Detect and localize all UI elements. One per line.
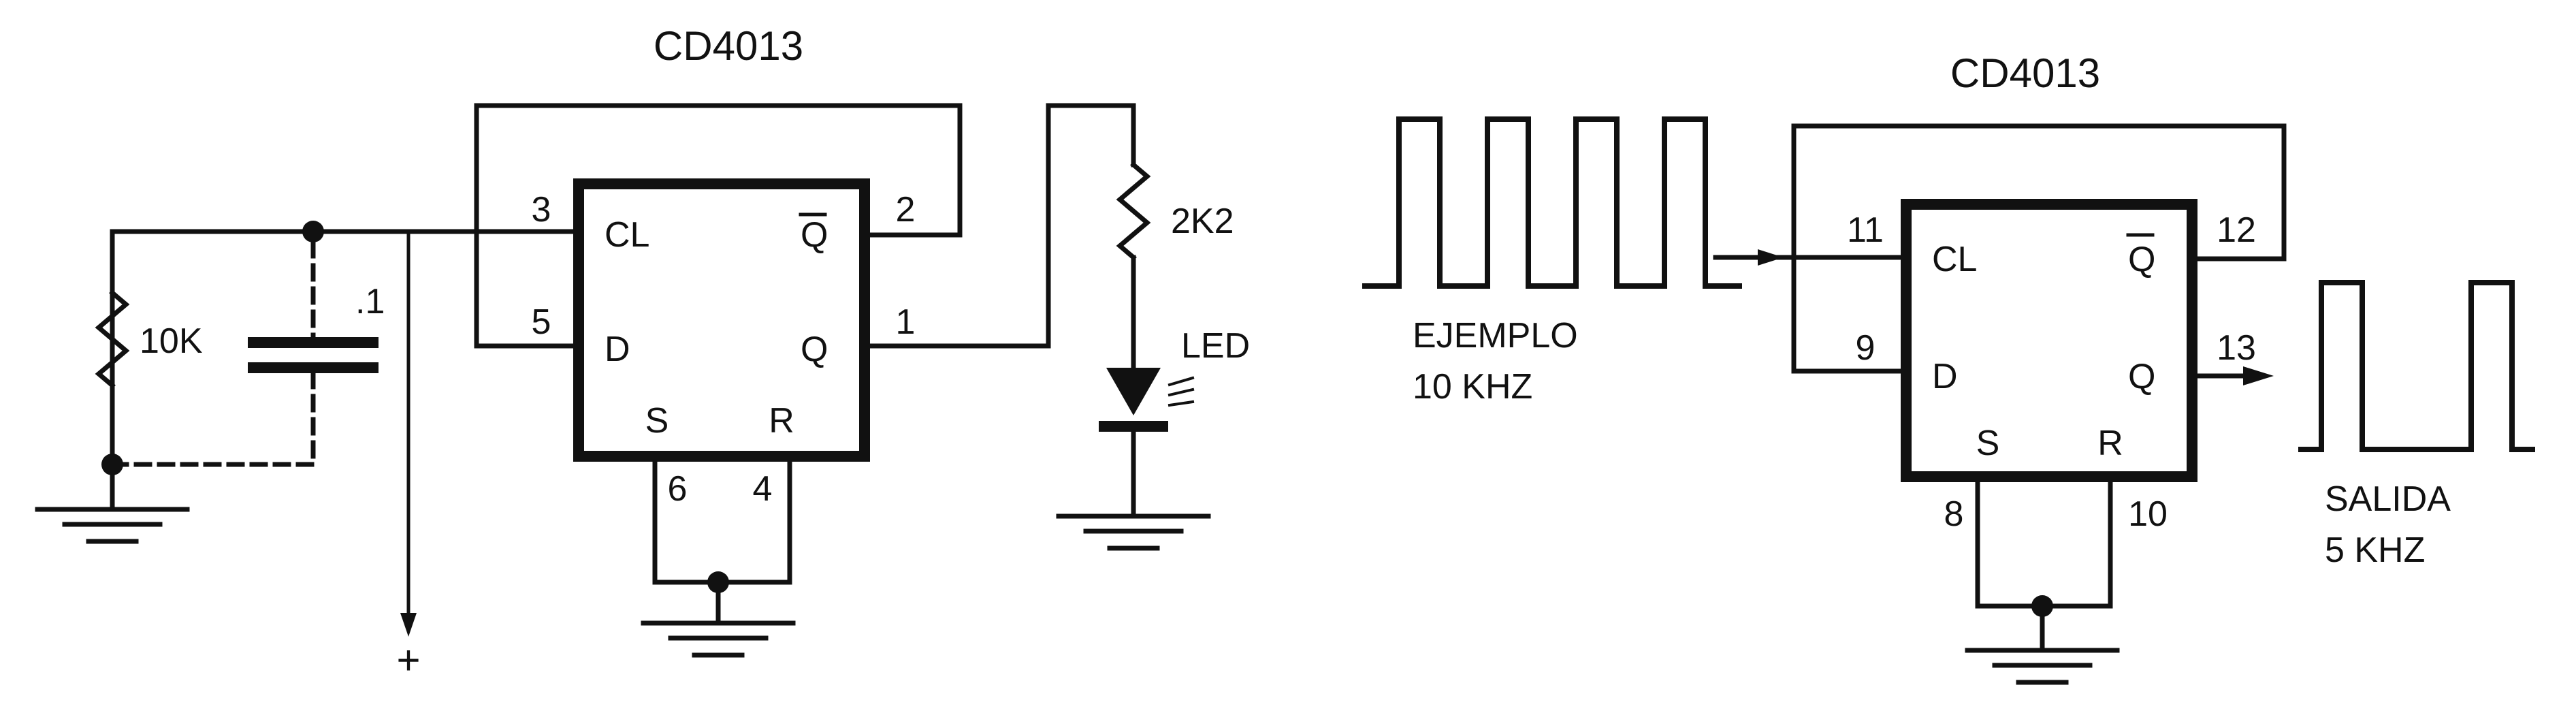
right-chip-label-q: Q: [2128, 357, 2155, 396]
left-resistor-10k: [95, 289, 130, 389]
left-pin-r: 4: [753, 469, 773, 509]
right-pin-r: 10: [2128, 494, 2168, 534]
left-chip-label-r: R: [769, 401, 794, 441]
right-chip-label-s: S: [1976, 424, 2000, 463]
left-led-light-rays: [1168, 376, 1195, 407]
output-square-wave: [2298, 280, 2535, 452]
input-square-wave: [1362, 116, 1742, 289]
right-sr-junction: [2031, 595, 2053, 617]
right-pin-qbar: 12: [2217, 210, 2256, 250]
input-label-line1: EJEMPLO: [1413, 316, 1578, 355]
left-clock-wire: [110, 229, 581, 408]
right-chip-label-r: R: [2097, 424, 2123, 463]
left-led-label: LED: [1181, 326, 1250, 366]
left-chip-label-cl: CL: [605, 215, 649, 255]
left-flipflop-body: [573, 178, 870, 462]
right-pin-cl: 11: [1847, 210, 1884, 250]
left-supply-label: +: [396, 637, 420, 683]
left-q-output-wire: [862, 103, 1136, 349]
left-capacitor-bottom-wire: [110, 370, 316, 467]
right-chip-title: CD4013: [1950, 50, 2100, 96]
left-chip-label-qbar: Q: [801, 215, 828, 255]
right-clock-input-arrow: [1758, 249, 1784, 266]
output-label-line2: 5 KHZ: [2325, 530, 2425, 570]
left-supply-arrow: [400, 613, 417, 637]
right-chip-label-qbar: Q: [2128, 240, 2155, 279]
left-feedback-wire: [474, 103, 963, 349]
left-chip-label-s: S: [645, 401, 669, 441]
input-label-line2: 10 KHZ: [1413, 367, 1532, 407]
left-pin-cl: 3: [532, 190, 551, 229]
right-pin-q: 13: [2217, 328, 2256, 368]
right-feedback-wire: [1791, 123, 2287, 374]
left-rc-junction: [302, 221, 324, 242]
right-chip-label-cl: CL: [1932, 240, 1977, 279]
left-chip-label-d: D: [605, 330, 630, 369]
left-capacitor-label: .1: [355, 282, 385, 321]
right-sr-ground-wire: [1975, 474, 2113, 609]
right-q-output-arrow: [2243, 366, 2274, 385]
left-pin-q: 1: [896, 302, 916, 342]
output-label-line1: SALIDA: [2325, 479, 2451, 519]
right-flipflop-body: [1901, 199, 2197, 482]
right-chip-label-d: D: [1932, 357, 1958, 396]
left-pin-d: 5: [532, 302, 551, 342]
left-resistor-2k2: [1116, 161, 1151, 261]
right-pin-d: 9: [1856, 328, 1875, 368]
right-pin-s: 8: [1944, 494, 1964, 534]
left-sr-junction: [707, 571, 729, 593]
left-chip-title: CD4013: [654, 23, 803, 69]
left-led-symbol: [1106, 368, 1161, 415]
left-resistor-label: 10K: [140, 321, 203, 361]
left-chip-label-q: Q: [801, 330, 828, 369]
left-led-resistor-label: 2K2: [1171, 202, 1234, 241]
left-ground-junction: [101, 454, 123, 475]
left-pin-qbar: 2: [896, 190, 916, 229]
left-pin-s: 6: [668, 469, 688, 509]
